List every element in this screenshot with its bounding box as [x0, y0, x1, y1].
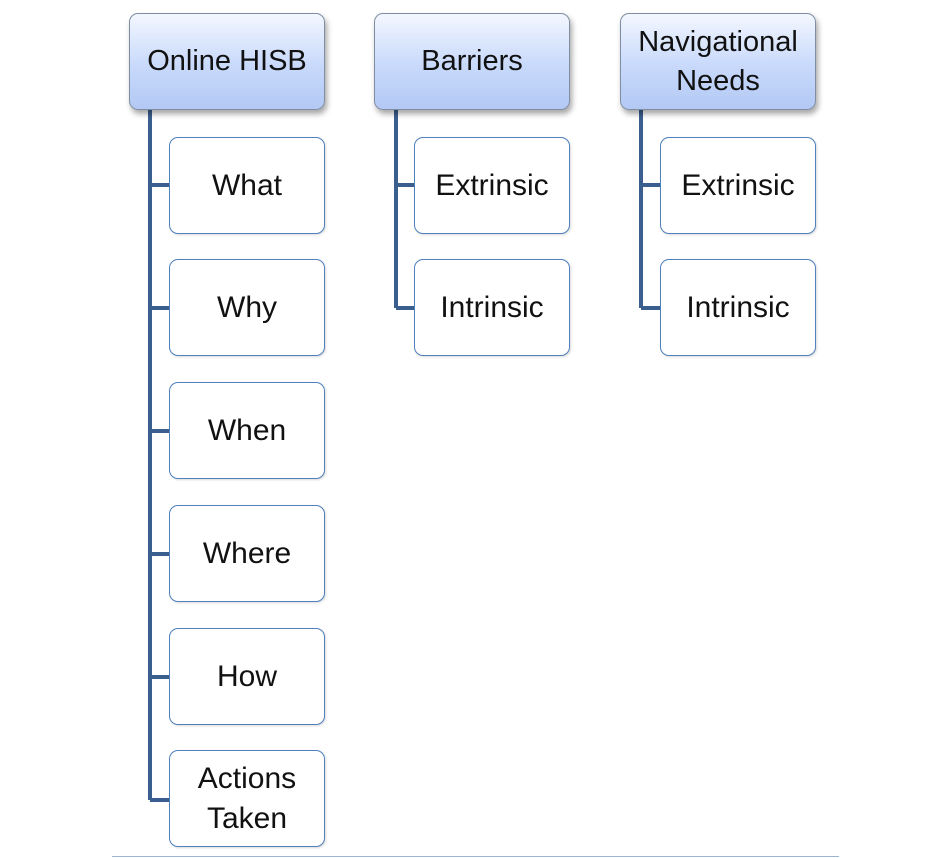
bottom-divider [112, 856, 839, 857]
node-where: Where [169, 505, 325, 602]
node-when: When [169, 382, 325, 479]
node-what: What [169, 137, 325, 234]
node-how: How [169, 628, 325, 725]
header-online-hisb: Online HISB [129, 13, 325, 110]
node-why: Why [169, 259, 325, 356]
node-navigational-intrinsic: Intrinsic [660, 259, 816, 356]
node-barriers-extrinsic: Extrinsic [414, 137, 570, 234]
node-barriers-intrinsic: Intrinsic [414, 259, 570, 356]
header-navigational-needs: Navigational Needs [620, 13, 816, 110]
header-barriers: Barriers [374, 13, 570, 110]
node-navigational-extrinsic: Extrinsic [660, 137, 816, 234]
node-actions-taken: Actions Taken [169, 750, 325, 847]
